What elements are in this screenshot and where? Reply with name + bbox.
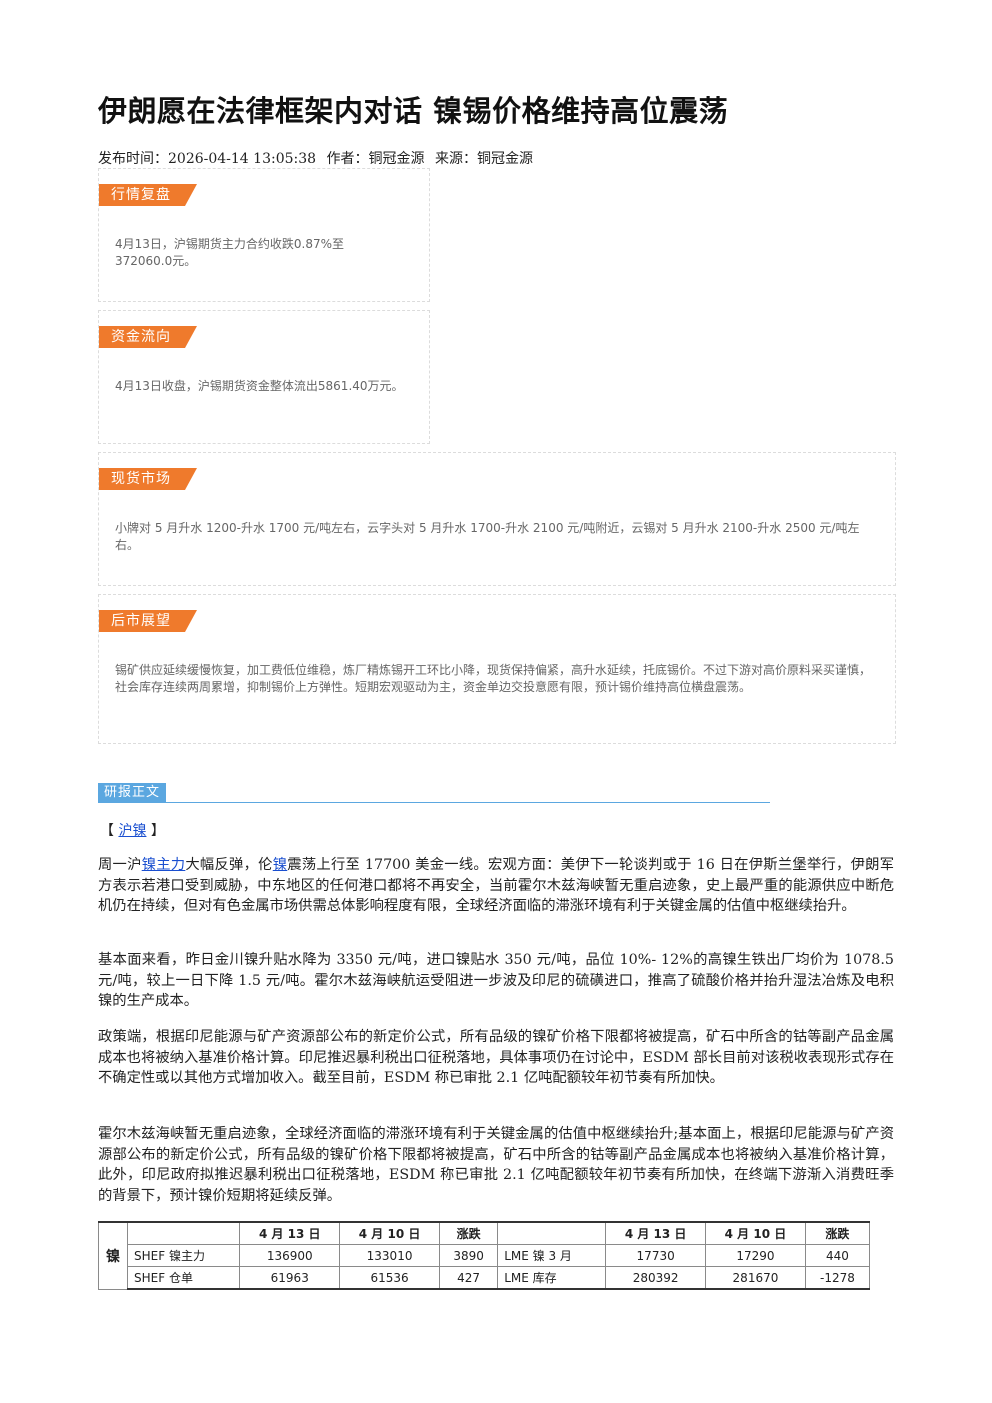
table-cell: -1278 [804,1266,871,1290]
table-header: 涨跌 [438,1221,499,1245]
section-tag: 资金流向 [99,326,197,348]
table-cell: 61963 [239,1266,341,1290]
report-paragraph-3: 政策端，根据印尼能源与矿产资源部公布的新定价公式，所有品级的镍矿价格下限都将被提… [98,1029,894,1086]
section-spot-market: 现货市场 小牌对 5 月升水 1200-升水 1700 元/吨左右，云字头对 5… [98,452,896,586]
source: 铜冠金源 [476,151,533,167]
section-market-review: 行情复盘 4月13日，沪锡期货主力合约收跌0.87%至372060.0元。 [98,168,430,302]
price-table: 镍 4 月 13 日 4 月 10 日 涨跌 4 月 13 日 4 月 10 日… [98,1221,871,1290]
author-label: 作者： [326,151,369,167]
table-header: 4 月 13 日 [605,1221,707,1245]
table-header: 4 月 10 日 [339,1221,440,1245]
section-text: 4月13日收盘，沪锡期货资金整体流出5861.40万元。 [115,379,404,393]
source-label: 来源： [434,151,477,167]
section-text: 小牌对 5 月升水 1200-升水 1700 元/吨左右，云字头对 5 月升水 … [115,521,860,552]
table-cell: 133010 [339,1244,440,1267]
section-tag: 现货市场 [99,468,197,490]
text-run: 大幅反弹，伦 [185,857,273,873]
table-cell: SHEF 镍主力 [126,1244,241,1267]
table-cell: LME 镍 3 月 [497,1244,607,1267]
table-cell: LME 库存 [497,1266,607,1290]
publish-time: 2026-04-14 13:05:38 [168,151,317,167]
section-outlook: 后市展望 锡矿供应延续缓慢恢复，加工费低位维稳，炼厂精炼锡开工环比小降，现货保持… [98,594,896,744]
table-header: 4 月 10 日 [705,1221,806,1245]
table-row: SHEF 仓单 61963 61536 427 LME 库存 280392 28… [99,1266,871,1290]
table-cell: SHEF 仓单 [126,1266,241,1290]
table-row: SHEF 镍主力 136900 133010 3890 LME 镍 3 月 17… [99,1244,871,1267]
report-divider [98,802,770,803]
section-tag: 后市展望 [99,610,197,632]
table-header [497,1221,607,1245]
report-paragraph-2: 基本面来看，昨日金川镍升贴水降为 3350 元/吨，进口镍贴水 350 元/吨，… [98,952,894,1009]
report-tag: 研报正文 [98,783,167,803]
text-run: 震荡上行至 17700 美金一线。宏观方面：美伊下一轮谈判或于 16 日在伊斯兰… [98,857,895,914]
table-cell: 427 [438,1266,499,1290]
table-cell: 17730 [605,1244,707,1267]
author: 铜冠金源 [368,151,425,167]
table-header-row: 镍 4 月 13 日 4 月 10 日 涨跌 4 月 13 日 4 月 10 日… [98,1221,871,1290]
table-header: 4 月 13 日 [239,1221,341,1245]
table-cell: 136900 [239,1244,341,1267]
category-link-nickel[interactable]: 沪镍 [118,823,147,839]
bracket-open: 【 [100,823,114,839]
metal-cell: 镍 [98,1221,128,1290]
article-meta: 发布时间：2026-04-14 13:05:38 作者：铜冠金源 来源：铜冠金源 [98,148,539,168]
section-tag: 行情复盘 [99,184,197,206]
text-run: 周一沪 [98,857,142,873]
publish-label: 发布时间： [98,151,168,167]
table-cell: 440 [804,1244,871,1267]
table-cell: 17290 [705,1244,806,1267]
table-cell: 61536 [339,1266,440,1290]
table-header: 涨跌 [804,1221,871,1245]
table-cell: 3890 [438,1244,499,1267]
page-title: 伊朗愿在法律框架内对话 镍锡价格维持高位震荡 [98,94,729,128]
section-fund-flow: 资金流向 4月13日收盘，沪锡期货资金整体流出5861.40万元。 [98,310,430,444]
section-text: 锡矿供应延续缓慢恢复，加工费低位维稳，炼厂精炼锡开工环比小降，现货保持偏紧，高升… [115,663,872,694]
category-heading: 【 沪镍 】 [100,820,165,840]
table-cell: 281670 [705,1266,806,1290]
table-header [126,1221,241,1245]
table-cell: 280392 [605,1266,707,1290]
nickel-main-link[interactable]: 镍主力 [141,857,186,873]
report-paragraph-1: 周一沪镍主力大幅反弹，伦镍震荡上行至 17700 美金一线。宏观方面：美伊下一轮… [98,855,894,917]
bracket-close: 】 [150,823,165,839]
report-paragraph-4: 霍尔木兹海峡暂无重启迹象，全球经济面临的滞涨环境有利于关键金属的估值中枢继续抬升… [98,1126,894,1204]
section-text: 4月13日，沪锡期货主力合约收跌0.87%至372060.0元。 [115,237,345,268]
nickel-link[interactable]: 镍 [272,857,288,873]
